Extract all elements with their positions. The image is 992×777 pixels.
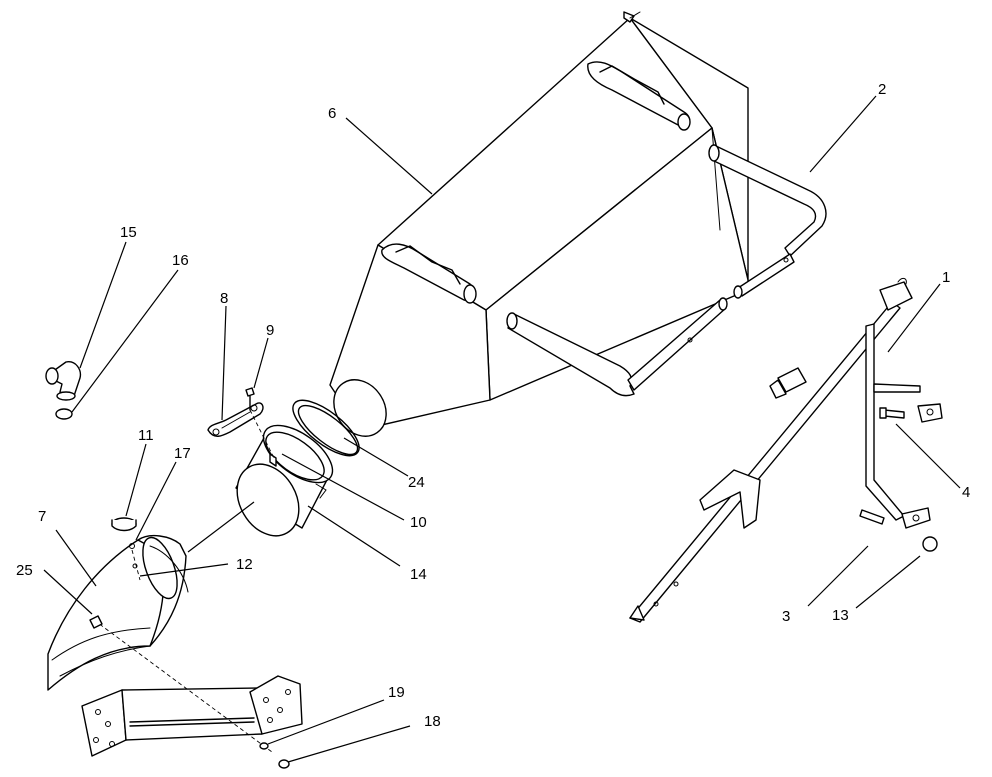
bolt-4 [879,407,905,419]
bag-frame [506,144,827,397]
callout-8: 8 [220,290,228,307]
callout-9: 9 [266,322,274,339]
bolt-25 [89,615,103,629]
bolt-3 [859,509,885,525]
leader-lines [43,95,961,763]
callout-14: 14 [410,566,427,583]
callout-4: 4 [962,484,970,501]
callout-7: 7 [38,508,46,525]
callout-6: 6 [328,105,336,122]
bag-handle-top [587,61,691,131]
callout-1: 1 [942,269,950,286]
screw-9 [245,387,255,411]
callout-16: 16 [172,252,189,269]
discharge-chute [47,534,189,691]
gasket-plate [207,402,264,437]
callout-25: 25 [16,562,33,579]
clamp-ring [292,399,360,457]
elbow-clamp [55,408,73,420]
callout-2: 2 [878,81,886,98]
callout-18: 18 [424,713,441,730]
mounting-bracket [81,675,303,757]
callout-3: 3 [782,608,790,625]
elbow-fitting [45,361,82,401]
callout-labels: 1 2 3 4 6 7 8 9 10 11 12 13 14 15 16 17 … [16,81,970,730]
bag-handle-front [381,243,477,304]
knob [111,517,141,581]
grass-bag [329,11,749,437]
callout-17: 17 [174,445,191,462]
callout-24: 24 [408,474,425,491]
callout-12: 12 [236,556,253,573]
callout-19: 19 [388,684,405,701]
nut-18 [278,759,290,769]
support-arm [629,277,943,623]
callout-11: 11 [138,427,154,444]
washer-19 [259,742,269,750]
callout-10: 10 [410,514,427,531]
callout-13: 13 [832,607,849,624]
callout-15: 15 [120,224,137,241]
adapter-tube [235,424,334,537]
washer-13 [922,536,938,552]
